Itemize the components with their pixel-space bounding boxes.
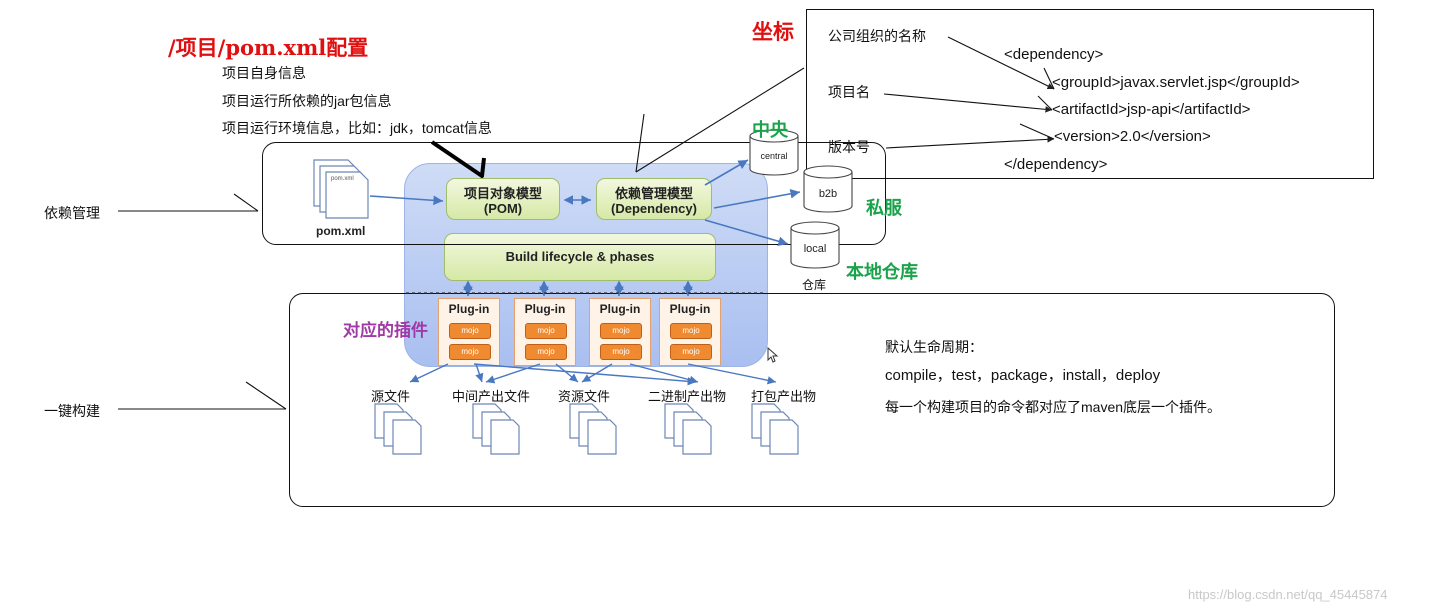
xml-dependency-open: <dependency> bbox=[1004, 46, 1104, 63]
mojo-badge: mojo bbox=[670, 344, 712, 360]
default-lifecycle-phases: compile，test，package，install，deploy bbox=[885, 367, 1161, 384]
central-repo-label: central bbox=[760, 151, 788, 161]
b2b-repo-label: b2b bbox=[818, 188, 838, 200]
dependency-model-label: 依赖管理模型 (Dependency) bbox=[611, 186, 697, 216]
coord-label-version: 版本号 bbox=[828, 139, 870, 155]
corresponding-plugin-label: 对应的插件 bbox=[343, 321, 428, 341]
b2b-repo-icon bbox=[803, 165, 853, 213]
one-click-build-frame bbox=[289, 293, 1335, 507]
local-repo-icon bbox=[790, 221, 840, 269]
pom-info-self: 项目自身信息 bbox=[222, 65, 306, 81]
watermark: https://blog.csdn.net/qq_45445874 bbox=[1188, 587, 1388, 602]
output-file-icons bbox=[374, 403, 799, 455]
dependency-management-label: 依赖管理 bbox=[44, 205, 100, 221]
private-repo-label: 私服 bbox=[866, 198, 902, 219]
pom-info-deps: 项目运行所依赖的jar包信息 bbox=[222, 93, 392, 109]
mojo-badge: mojo bbox=[449, 323, 491, 339]
mojo-badge: mojo bbox=[600, 323, 642, 339]
output-intermediate-files: 中间产出文件 bbox=[452, 389, 531, 404]
xml-version: <version>2.0</version> bbox=[1054, 128, 1211, 145]
plugin-label: Plug-in bbox=[524, 302, 566, 316]
coord-label-artifact: 项目名 bbox=[828, 84, 870, 100]
mojo-badge: mojo bbox=[525, 344, 567, 360]
plugin-label: Plug-in bbox=[599, 302, 641, 316]
plugin-box-1: Plug-in mojo mojo bbox=[438, 298, 500, 366]
pom-file-icon bbox=[313, 159, 369, 219]
coordinates-box bbox=[806, 9, 1374, 179]
plugin-box-3: Plug-in mojo mojo bbox=[589, 298, 651, 366]
plugin-box-2: Plug-in mojo mojo bbox=[514, 298, 576, 366]
one-click-build-label: 一键构建 bbox=[44, 403, 100, 419]
cursor-icon bbox=[767, 346, 779, 363]
xml-groupid: <groupId>javax.servlet.jsp</groupId> bbox=[1052, 74, 1300, 91]
output-binary-artifacts: 二进制产出物 bbox=[648, 389, 727, 404]
coord-label-group: 公司组织的名称 bbox=[828, 28, 926, 44]
pom-file-label: pom.xml bbox=[316, 224, 366, 238]
dependency-management-frame bbox=[262, 142, 886, 245]
pom-model-label: 项目对象模型 (POM) bbox=[463, 186, 542, 216]
dependency-model-box: 依赖管理模型 (Dependency) bbox=[596, 178, 712, 220]
pom-file-icon-text: pom.xml bbox=[331, 176, 354, 182]
lifecycle-box: Build lifecycle & phases bbox=[444, 233, 716, 281]
pom-info-env: 项目运行环境信息，比如：jdk，tomcat信息 bbox=[222, 120, 492, 136]
xml-artifactid: <artifactId>jsp-api</artifactId> bbox=[1052, 101, 1251, 118]
plugin-label: Plug-in bbox=[448, 302, 490, 316]
coordinates-label: 坐标 bbox=[752, 19, 794, 44]
mojo-badge: mojo bbox=[525, 323, 567, 339]
lifecycle-label: Build lifecycle & phases bbox=[505, 249, 655, 264]
plugin-label: Plug-in bbox=[669, 302, 711, 316]
output-packaged-artifacts: 打包产出物 bbox=[751, 389, 817, 404]
local-repo-cn-label: 本地仓库 bbox=[846, 262, 918, 283]
central-repo-cn-label: 中央 bbox=[752, 120, 788, 141]
central-repo-icon bbox=[749, 129, 799, 176]
xml-dependency-close: </dependency> bbox=[1004, 156, 1108, 173]
pom-pointer bbox=[430, 140, 486, 178]
mojo-badge: mojo bbox=[670, 323, 712, 339]
output-source-files: 源文件 bbox=[371, 389, 411, 404]
default-lifecycle-title: 默认生命周期： bbox=[885, 339, 983, 355]
output-resource-files: 资源文件 bbox=[558, 389, 611, 404]
pom-config-title: /项目/pom.xml配置 bbox=[168, 35, 369, 60]
plugin-box-4: Plug-in mojo mojo bbox=[659, 298, 721, 366]
plugin-mapping-note: 每一个构建项目的命令都对应了maven底层一个插件。 bbox=[885, 399, 1222, 415]
warehouse-label: 仓库 bbox=[802, 278, 827, 292]
mojo-badge: mojo bbox=[449, 344, 491, 360]
pom-model-box: 项目对象模型 (POM) bbox=[446, 178, 560, 220]
mojo-badge: mojo bbox=[600, 344, 642, 360]
local-repo-label: local bbox=[803, 243, 827, 255]
